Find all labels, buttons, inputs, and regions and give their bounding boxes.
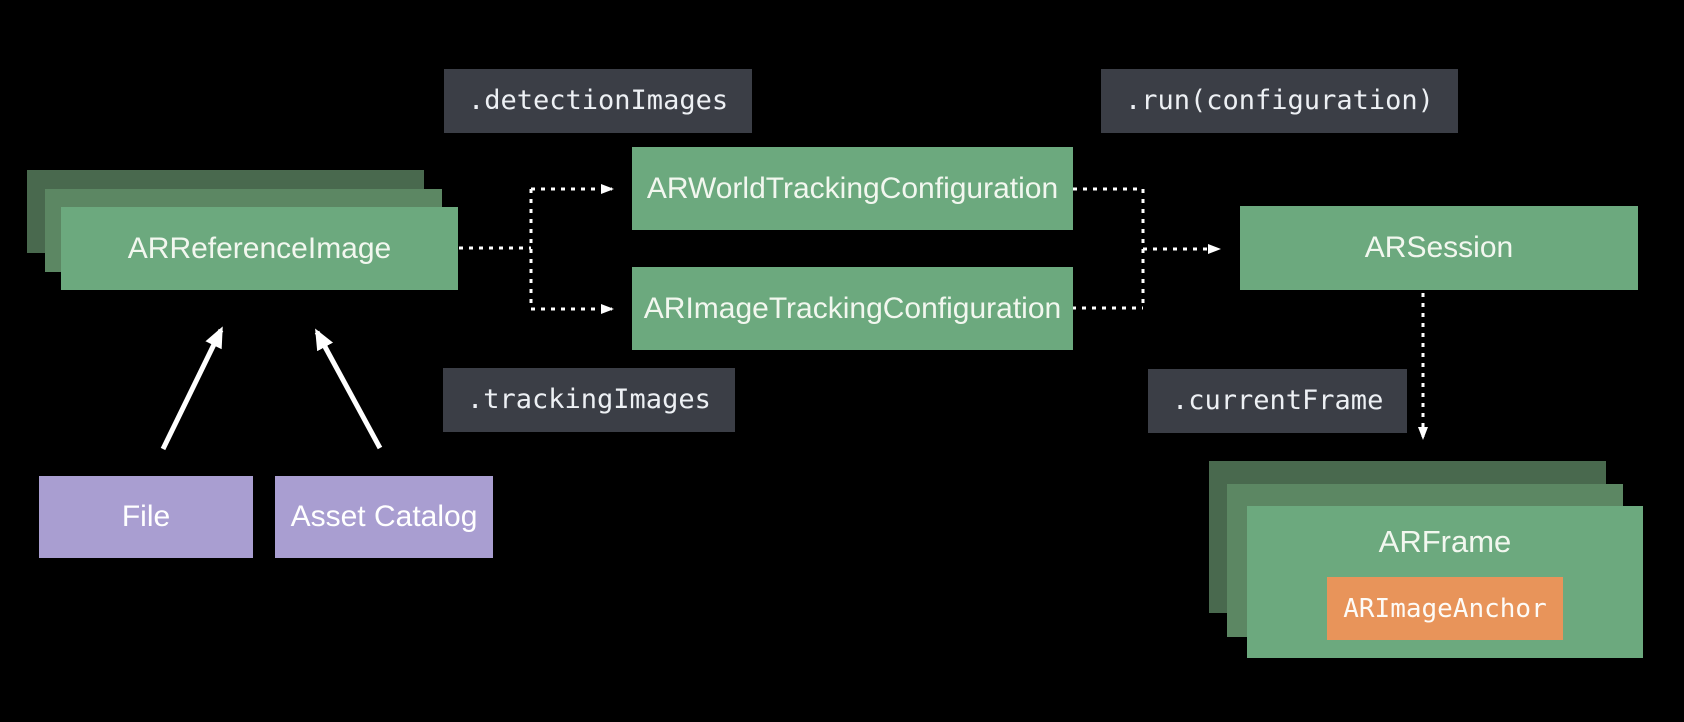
arrow-asset-catalog-to-reference xyxy=(314,328,383,450)
label-detection-images: .detectionImages xyxy=(444,69,753,133)
node-label: ARImageTrackingConfiguration xyxy=(643,291,1062,325)
node-ar-world-tracking-configuration: ARWorldTrackingConfiguration xyxy=(632,147,1073,230)
node-label: File xyxy=(121,500,171,533)
node-label: ARFrame xyxy=(1378,523,1512,559)
node-ar-session: ARSession xyxy=(1240,206,1638,290)
node-asset-catalog: Asset Catalog xyxy=(275,476,493,558)
arrow-file-to-reference xyxy=(160,326,224,451)
node-ar-frame: ARFrame ARImageAnchor xyxy=(1247,506,1643,658)
label-tracking-images: .trackingImages xyxy=(443,368,735,432)
label-current-frame: .currentFrame xyxy=(1148,369,1408,433)
arrow-reference-to-configurations xyxy=(459,184,614,314)
node-ar-image-tracking-configuration: ARImageTrackingConfiguration xyxy=(632,267,1073,350)
node-label: ARWorldTrackingConfiguration xyxy=(646,171,1059,205)
node-ar-image-anchor: ARImageAnchor xyxy=(1327,577,1563,640)
arrow-configurations-to-session xyxy=(1072,187,1221,310)
node-ar-reference-image-stack: ARReferenceImage xyxy=(27,170,459,290)
node-label: Asset Catalog xyxy=(290,500,478,533)
node-label: ARImageAnchor xyxy=(1343,593,1547,624)
label-run-configuration: .run(configuration) xyxy=(1101,69,1458,133)
node-ar-reference-image: ARReferenceImage xyxy=(61,207,458,290)
node-ar-frame-stack: ARFrame ARImageAnchor xyxy=(1209,461,1645,661)
node-file: File xyxy=(39,476,253,558)
node-label: ARSession xyxy=(1364,231,1514,264)
node-label: ARReferenceImage xyxy=(127,231,392,265)
